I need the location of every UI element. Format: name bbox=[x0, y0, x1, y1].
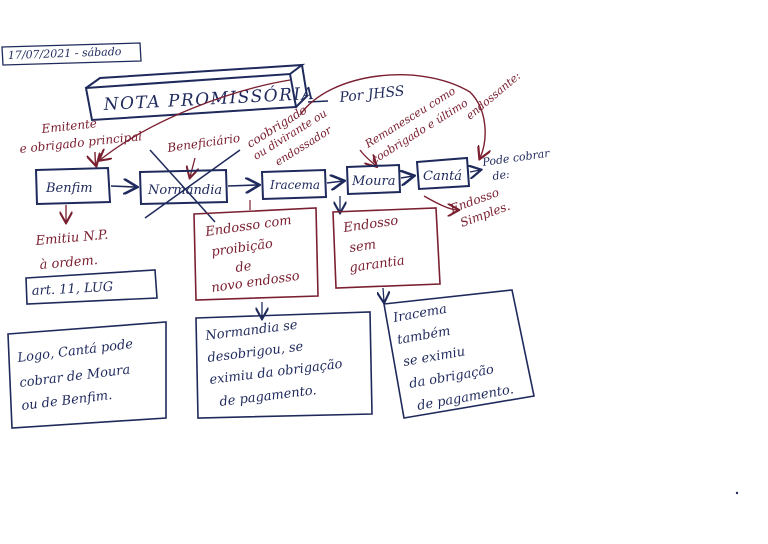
box-proibicao-line-3: de bbox=[234, 259, 252, 276]
node-moura-label: Moura bbox=[351, 174, 395, 189]
box-iracema-line-3: se eximiu bbox=[402, 344, 466, 370]
box-endosso-proibicao: Endosso com proibição de novo endosso bbox=[193, 207, 319, 301]
node-iracema: Iracema bbox=[260, 168, 328, 201]
node-benfim-label: Benfim bbox=[45, 181, 93, 196]
box-proibicao-line-4: novo endosso bbox=[210, 269, 300, 296]
node-canta: Cantá bbox=[415, 156, 471, 191]
emitiu-label-2: à ordem. bbox=[39, 253, 98, 273]
box-normandia-line-2: desobrigou, se bbox=[207, 339, 305, 366]
emitente-label: Emitente bbox=[40, 116, 98, 136]
box-iracema-eximiu: Iracema também se eximiu da obrigação de… bbox=[383, 289, 535, 419]
node-benfim: Benfim bbox=[34, 166, 112, 206]
box-proibicao-line-1: Endosso com bbox=[203, 213, 292, 240]
emitiu-label: Emitiu N.P. bbox=[34, 228, 109, 249]
box-iracema-line-2: também bbox=[396, 324, 451, 348]
beneficiario-label: Beneficiário bbox=[165, 131, 240, 155]
box-normandia-desobrigou: Normandia se desobrigou, se eximiu da ob… bbox=[195, 311, 373, 419]
box-sem-garantia-line-2: sem bbox=[348, 237, 377, 256]
box-sem-garantia-line-1: Endosso bbox=[341, 213, 399, 236]
art-text: art. 11, LUG bbox=[31, 280, 113, 299]
normandia-cross-mark bbox=[144, 149, 241, 223]
node-iracema-label: Iracema bbox=[269, 178, 320, 192]
box-logo-canta: Logo, Cantá pode cobrar de Moura ou de B… bbox=[7, 321, 167, 429]
pode-cobrar-label-2: de: bbox=[492, 168, 511, 183]
box-logo-line-3: ou de Benfim. bbox=[21, 388, 113, 414]
node-moura: Moura bbox=[345, 163, 402, 196]
box-normandia-line-1: Normandia se bbox=[204, 318, 299, 344]
date-label: 17/07/2021 - sábado bbox=[1, 42, 142, 66]
box-proibicao-line-2: proibição bbox=[210, 236, 274, 259]
box-logo-line-1: Logo, Cantá pode bbox=[16, 337, 134, 366]
box-sem-garantia-line-3: garantia bbox=[348, 253, 405, 276]
box-iracema-line-1: Iracema bbox=[391, 302, 448, 326]
node-canta-label: Cantá bbox=[423, 169, 462, 184]
art-box: art. 11, LUG bbox=[25, 269, 158, 305]
box-normandia-line-4: de pagamento. bbox=[219, 383, 318, 410]
remanesceu-label-3: endossante: bbox=[464, 69, 524, 122]
box-endosso-sem-garantia: Endosso sem garantia bbox=[332, 207, 441, 289]
box-logo-line-2: cobrar de Moura bbox=[19, 363, 131, 391]
date-text: 17/07/2021 - sábado bbox=[8, 45, 122, 62]
title-box: NOTA PROMISSÓRIA bbox=[84, 63, 316, 122]
pode-cobrar-label: Pode cobrar bbox=[481, 147, 551, 170]
title-text: NOTA PROMISSÓRIA bbox=[102, 83, 316, 115]
author-text: Por JHSS bbox=[338, 83, 405, 106]
